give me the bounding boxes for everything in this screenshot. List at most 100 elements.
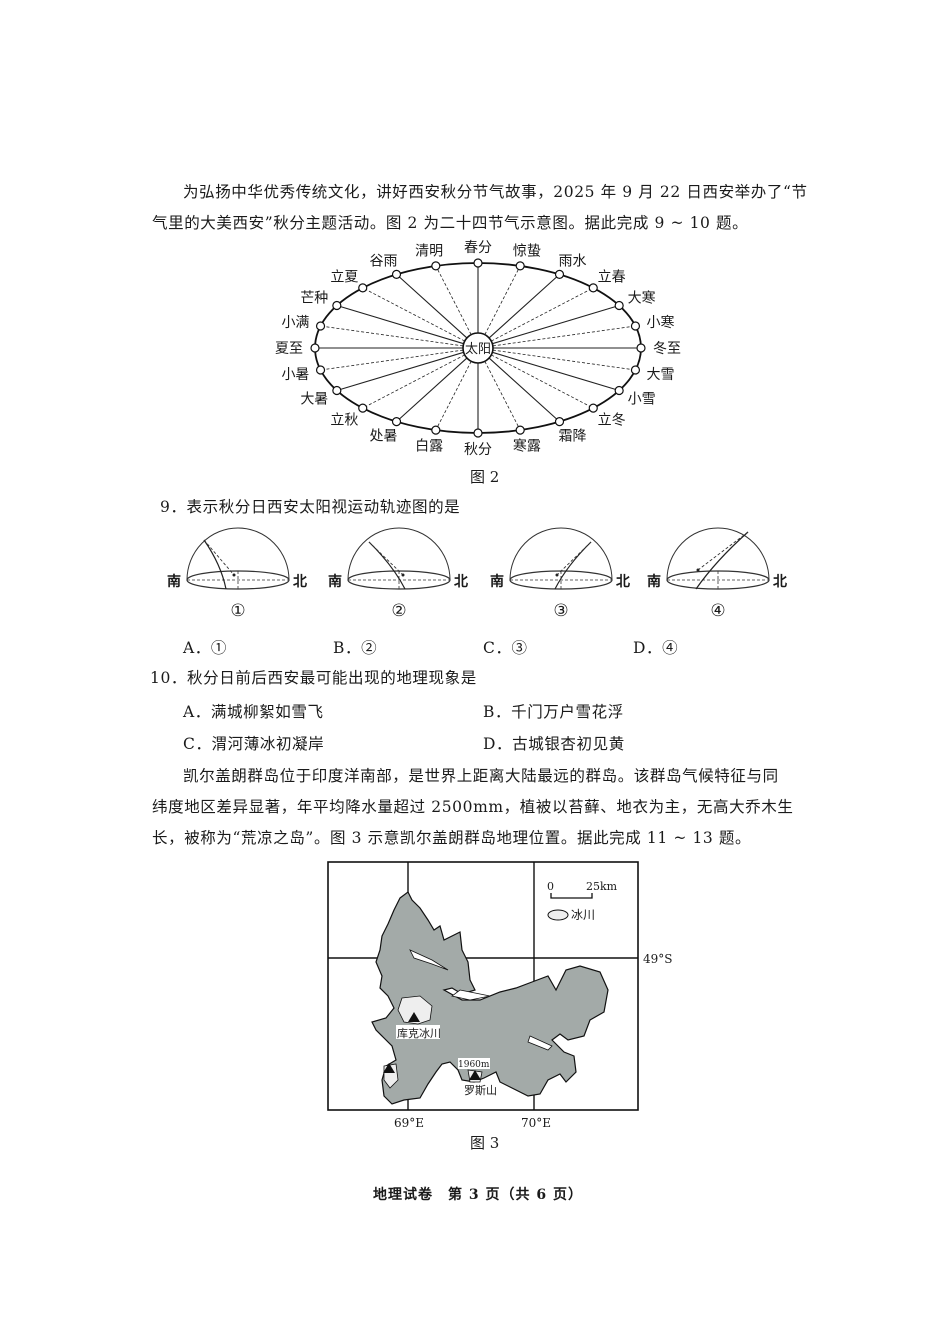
glacier-legend-label: 冰川 xyxy=(571,908,595,922)
earth-position-marker xyxy=(554,269,565,279)
q10-option-a[interactable]: A．满城柳絮如雪飞 xyxy=(183,703,324,721)
intro2-line-2: 纬度地区差异显著，年平均降水量超过 2500mm，植被以苔藓、地衣为主，无高大乔… xyxy=(152,798,794,816)
earth-position-marker xyxy=(358,283,368,293)
orbit-ray xyxy=(488,273,560,339)
solar-term-label: 立冬 xyxy=(598,412,626,428)
solar-term-label: 立秋 xyxy=(330,412,358,428)
q9-option-b[interactable]: B．② xyxy=(333,639,378,657)
page-footer: 地理试卷 第 3 页（共 6 页） xyxy=(373,1187,583,1203)
orbit-ray xyxy=(491,354,594,409)
diagram-number-label: ② xyxy=(391,601,406,621)
sun-path-diagrams: 南北①南北②南北③南北④ xyxy=(167,527,787,621)
orbit-ray xyxy=(336,351,464,392)
arrow-head xyxy=(696,568,700,572)
solar-term-label: 小寒 xyxy=(647,314,675,331)
intro2-line-3: 长，被称为“荒凉之岛”。图 3 示意凯尔盖朗群岛地理位置。据此完成 11 ~ 1… xyxy=(152,829,752,847)
q10-stem: 10．秋分日前后西安最可能出现的地理现象是 xyxy=(150,669,477,687)
solar-term-label: 春分 xyxy=(464,240,492,256)
earth-position-marker xyxy=(310,343,320,353)
earth-position-marker xyxy=(636,343,646,353)
noon-altitude-arrow xyxy=(368,541,404,576)
lon-label-69e: 69°E xyxy=(394,1116,424,1130)
peak-icon xyxy=(469,1070,481,1080)
orbit-ray xyxy=(435,361,472,431)
solar-term-label: 立春 xyxy=(598,270,626,286)
earth-position-marker xyxy=(630,365,641,375)
q9-option-c[interactable]: C．③ xyxy=(483,639,528,657)
glacier-name-label: 库克冰川 xyxy=(397,1027,441,1040)
inlet xyxy=(527,1035,553,1051)
q10-option-c[interactable]: C．渭河薄冰初凝岸 xyxy=(183,735,325,753)
peak-name-label: 罗斯山 xyxy=(464,1084,497,1097)
noon-altitude-arrow xyxy=(697,531,749,571)
earth-position-marker xyxy=(332,385,342,396)
orbit-ray xyxy=(320,349,464,371)
figure3-caption: 图 3 xyxy=(470,1134,500,1152)
earth-position-marker xyxy=(391,269,402,279)
solar-term-label: 寒露 xyxy=(513,438,541,455)
island-landmass xyxy=(371,891,609,1105)
north-label: 北 xyxy=(293,574,307,590)
sun-path-curve xyxy=(203,539,227,590)
solar-term-label: 芒种 xyxy=(300,291,328,307)
inlet xyxy=(451,989,491,1001)
solar-term-label: 霜降 xyxy=(559,428,587,444)
lon-label-70e: 70°E xyxy=(521,1116,551,1130)
orbit-ray xyxy=(320,325,464,347)
q9-option-d[interactable]: D．④ xyxy=(633,639,679,657)
north-label: 北 xyxy=(773,574,787,590)
earth-position-marker xyxy=(431,425,441,435)
q10-option-d[interactable]: D．古城银杏初见黄 xyxy=(483,735,625,753)
solar-term-label: 小满 xyxy=(281,315,309,331)
intro1-line-2: 气里的大美西安”秋分主题活动。图 2 为二十四节气示意图。据此完成 9 ~ 10… xyxy=(152,214,749,232)
solar-term-label: 惊蛰 xyxy=(513,243,541,259)
earth-position-marker xyxy=(473,258,483,268)
south-label: 南 xyxy=(328,573,342,590)
scale-bar xyxy=(550,893,593,899)
solar-terms-diagram: 春分惊蛰雨水立春大寒小寒冬至大雪小雪立冬霜降寒露秋分白露处暑立秋大暑小暑夏至小满… xyxy=(275,240,681,458)
q10-option-b[interactable]: B．千门万户雪花浮 xyxy=(483,703,624,721)
solar-term-label: 大雪 xyxy=(647,367,675,383)
earth-position-marker xyxy=(391,417,402,427)
solar-term-label: 谷雨 xyxy=(370,254,398,270)
solar-term-label: 小雪 xyxy=(628,392,656,408)
orbit-ray xyxy=(396,357,468,423)
earth-position-marker xyxy=(515,261,525,271)
earth-position-marker xyxy=(358,403,368,413)
orbit-ray xyxy=(396,273,468,339)
solar-term-label: 大寒 xyxy=(628,290,656,307)
orbit-ray xyxy=(492,325,636,347)
orbit-ray xyxy=(492,304,620,345)
orbit-ray xyxy=(484,265,521,335)
earth-position-marker xyxy=(315,321,326,331)
orbit-ray xyxy=(362,354,465,409)
orbit-ray xyxy=(435,265,472,335)
arrow-head xyxy=(555,573,559,577)
solar-term-label: 立夏 xyxy=(330,270,358,286)
solar-term-label: 白露 xyxy=(415,439,443,455)
q9-option-a[interactable]: A．① xyxy=(183,639,227,657)
north-label: 北 xyxy=(454,574,468,590)
earth-position-marker xyxy=(554,417,565,427)
figure2-caption: 图 2 xyxy=(470,468,500,486)
glacier-legend-icon xyxy=(547,909,569,921)
earth-position-marker xyxy=(332,300,342,311)
peak-icon xyxy=(408,1012,420,1022)
lat-label-49s: 49°S xyxy=(643,952,673,966)
earth-position-marker xyxy=(614,385,624,396)
solar-term-label: 清明 xyxy=(415,243,443,259)
earth-position-marker xyxy=(473,428,483,438)
solar-term-label: 秋分 xyxy=(464,442,492,458)
sky-dome xyxy=(186,527,290,581)
cook-glacier xyxy=(397,995,433,1025)
earth-position-marker xyxy=(630,321,641,331)
intro1-line-1: 为弘扬中华优秀传统文化，讲好西安秋分节气故事，2025 年 9 月 22 日西安… xyxy=(183,183,808,201)
orbit-ray xyxy=(492,349,636,371)
orbit-ray xyxy=(488,357,560,423)
arrow-head xyxy=(401,573,405,577)
noon-altitude-arrow xyxy=(556,541,592,576)
scale-zero: 0 xyxy=(547,880,554,893)
diagram-number-label: ④ xyxy=(710,601,725,621)
north-label: 北 xyxy=(616,574,630,590)
south-label: 南 xyxy=(490,573,504,590)
